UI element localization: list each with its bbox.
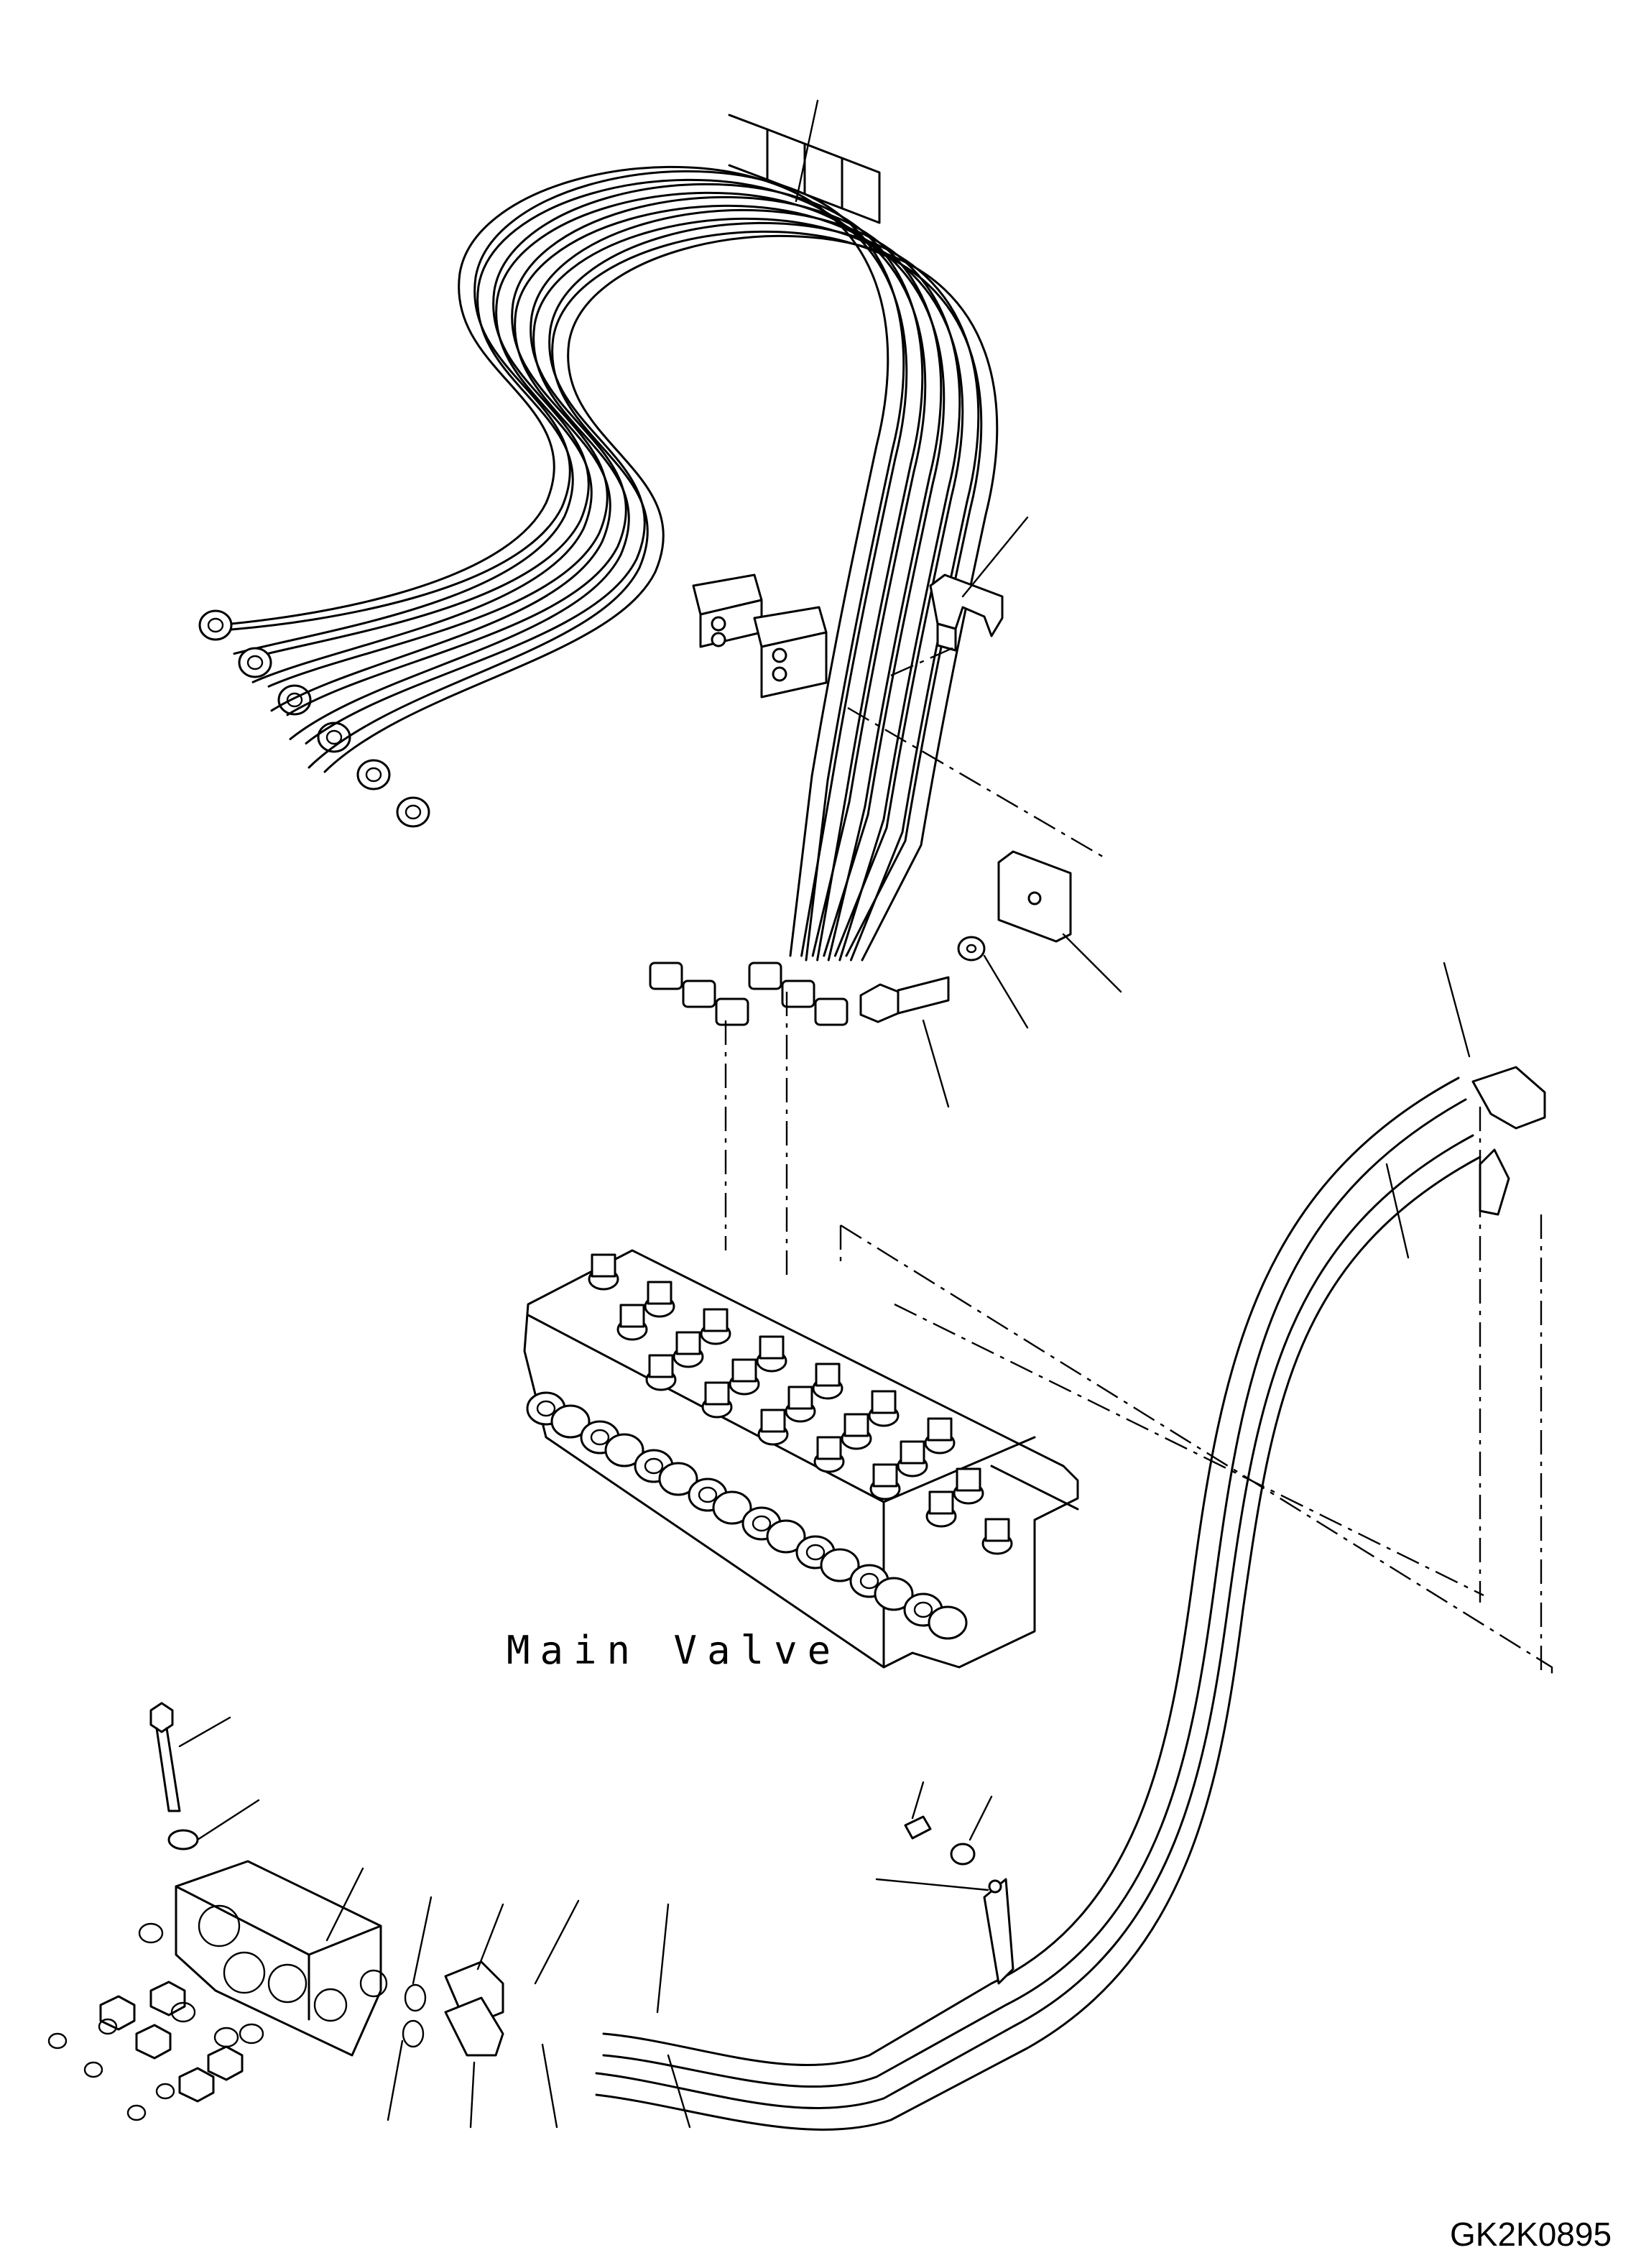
- bolt-washer: [167, 1799, 260, 1850]
- drawing-code: GK2K0895: [1450, 2216, 1612, 2253]
- fittings-lower-left: [47, 1922, 264, 2121]
- hose-bundle: [198, 165, 999, 1026]
- clamp-washer: [957, 936, 1029, 1029]
- main-valve: [523, 1249, 1079, 1669]
- hose-clamp-lower: [875, 1781, 1014, 1985]
- manifold-block: [175, 1860, 388, 2057]
- clamp-bolt: [859, 976, 950, 1108]
- elbow-fittings: [387, 1896, 691, 2129]
- clamp-half-bottom: [997, 850, 1122, 993]
- hose-tag-stack: [728, 99, 881, 224]
- hose-clamp-upper: [692, 573, 828, 699]
- long-hose-right: [595, 962, 1546, 2131]
- clamp-half-top: [929, 516, 1029, 652]
- long-bolt: [149, 1702, 231, 1812]
- main-valve-label: Main Valve: [507, 1628, 841, 1673]
